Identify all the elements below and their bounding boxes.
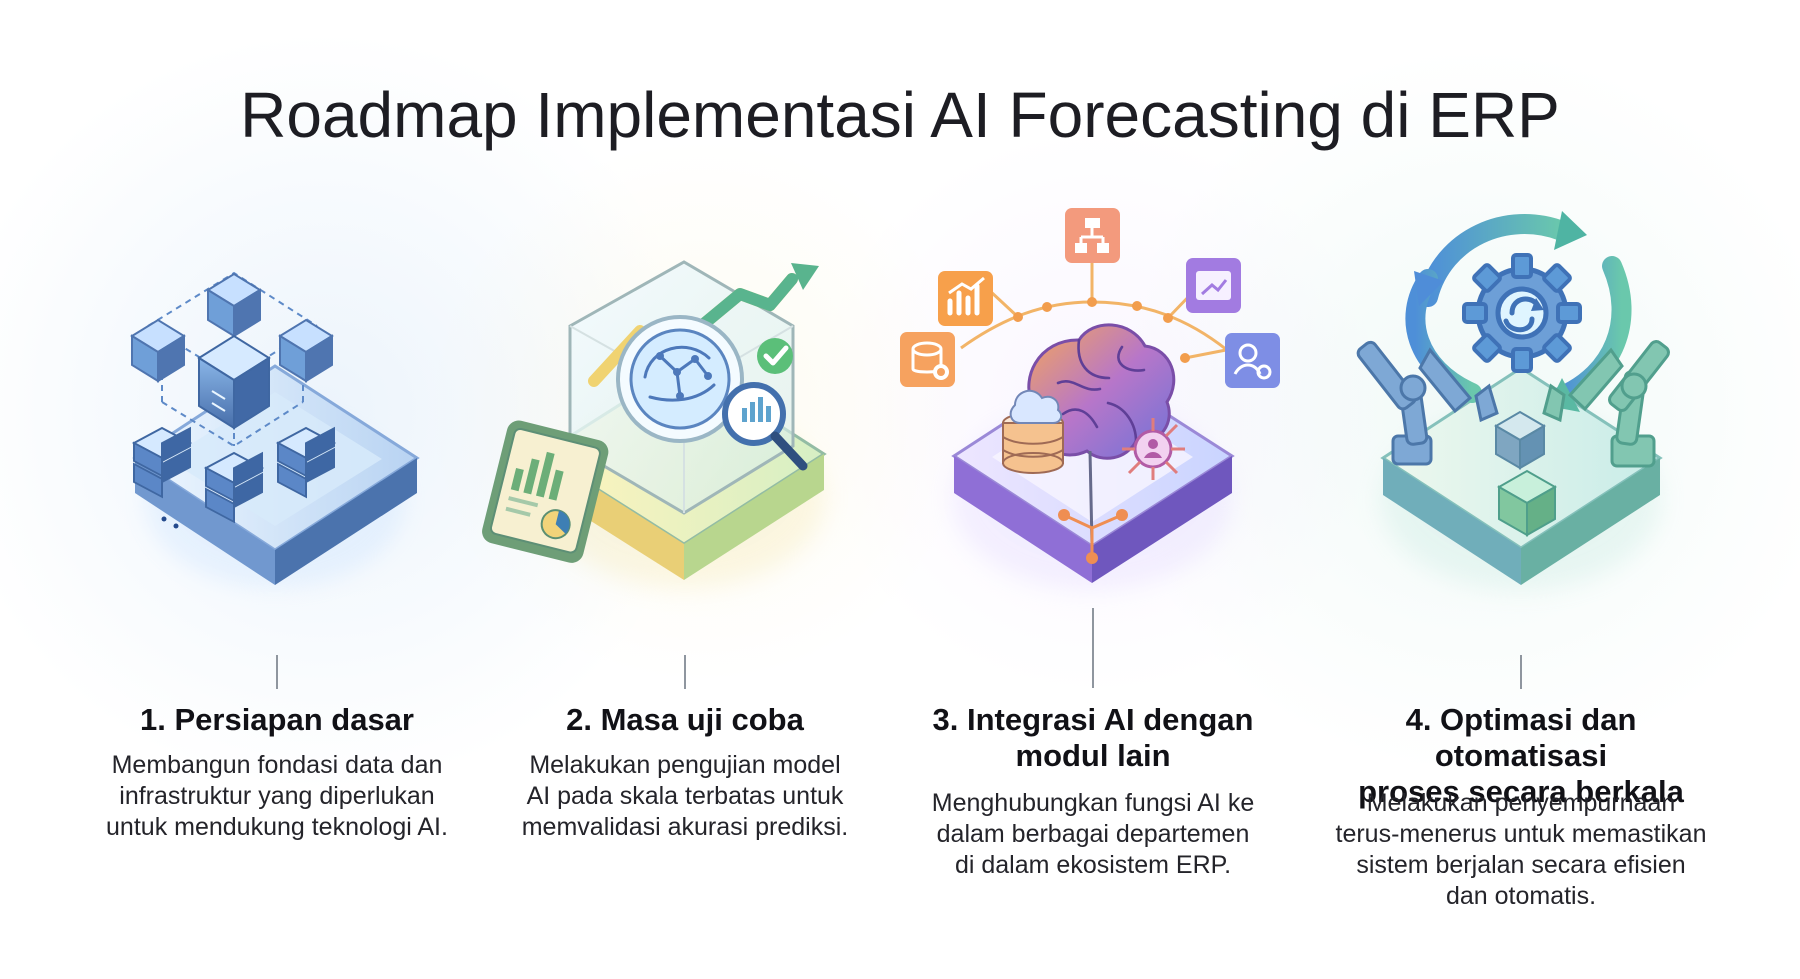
roadmap-step-4: 4. Optimasi dan otomatisasi proses secar… xyxy=(1326,208,1716,928)
step-3-description: Menghubungkan fungsi AI ke dalam berbaga… xyxy=(898,788,1288,881)
step-3-description-line-2: dalam berbagai departemen xyxy=(936,820,1250,848)
step-2-description-line-1: Melakukan pengujian model xyxy=(529,751,841,779)
step-1-description-line-3: untuk mendukung teknologi AI. xyxy=(106,813,448,841)
step-4-description-line-4: dan otomatis. xyxy=(1445,882,1597,910)
step-4-connector xyxy=(1520,655,1522,689)
step-4-description: Melakukan penyempurnaan terus-menerus un… xyxy=(1326,788,1716,912)
step-3-title: 3. Integrasi AI dengan modul lain xyxy=(898,702,1288,774)
roadmap-step-2: 2. Masa uji coba Melakukan pengujian mod… xyxy=(482,208,880,928)
step-4-title: 4. Optimasi dan otomatisasi proses secar… xyxy=(1326,702,1716,810)
step-2-description-line-2: AI pada skala terbatas untuk xyxy=(526,782,844,810)
step-4-title-line-1: 4. Optimasi dan otomatisasi xyxy=(1405,702,1637,773)
ai-integration-icon xyxy=(900,208,1280,590)
step-3-connector xyxy=(1092,608,1094,688)
step-1-connector xyxy=(276,655,278,689)
step-2-description: Melakukan pengujian model AI pada skala … xyxy=(490,750,880,843)
step-2-description-line-3: memvalidasi akurasi prediksi. xyxy=(521,813,849,841)
step-3-description-line-1: Menghubungkan fungsi AI ke xyxy=(931,789,1255,817)
step-3-description-line-3: di dalam ekosistem ERP. xyxy=(954,851,1232,879)
page-title: Roadmap Implementasi AI Forecasting di E… xyxy=(240,79,1560,151)
step-3-title-line-1: 3. Integrasi AI dengan xyxy=(932,702,1254,737)
roadmap-steps: 1. Persiapan dasar Membangun fondasi dat… xyxy=(82,208,1722,928)
step-1-title-line-1: 1. Persiapan dasar xyxy=(140,702,414,737)
step-2-connector xyxy=(684,655,686,689)
step-2-title-line-1: 2. Masa uji coba xyxy=(566,702,804,737)
database-network-icon xyxy=(130,271,420,588)
roadmap-step-3: 3. Integrasi AI dengan modul lain Menghu… xyxy=(898,208,1288,928)
step-2-title: 2. Masa uji coba xyxy=(490,702,880,738)
step-4-description-line-3: sistem berjalan secara efisien xyxy=(1356,851,1686,879)
automation-cycle-icon xyxy=(1356,211,1670,590)
roadmap-step-1: 1. Persiapan dasar Membangun fondasi dat… xyxy=(82,208,472,928)
step-1-description-line-1: Membangun fondasi data dan xyxy=(111,751,443,779)
step-4-description-line-1: Melakukan penyempurnaan xyxy=(1366,789,1676,817)
step-4-title-line-2: proses secara berkala xyxy=(1358,774,1684,809)
step-1-description: Membangun fondasi data dan infrastruktur… xyxy=(82,750,472,843)
step-1-title: 1. Persiapan dasar xyxy=(82,702,472,738)
step-4-description-line-2: terus-menerus untuk memastikan xyxy=(1335,820,1707,848)
ai-testing-icon xyxy=(482,260,827,588)
step-3-title-line-2: modul lain xyxy=(1015,738,1171,773)
step-1-description-line-2: infrastruktur yang diperlukan xyxy=(119,782,435,810)
